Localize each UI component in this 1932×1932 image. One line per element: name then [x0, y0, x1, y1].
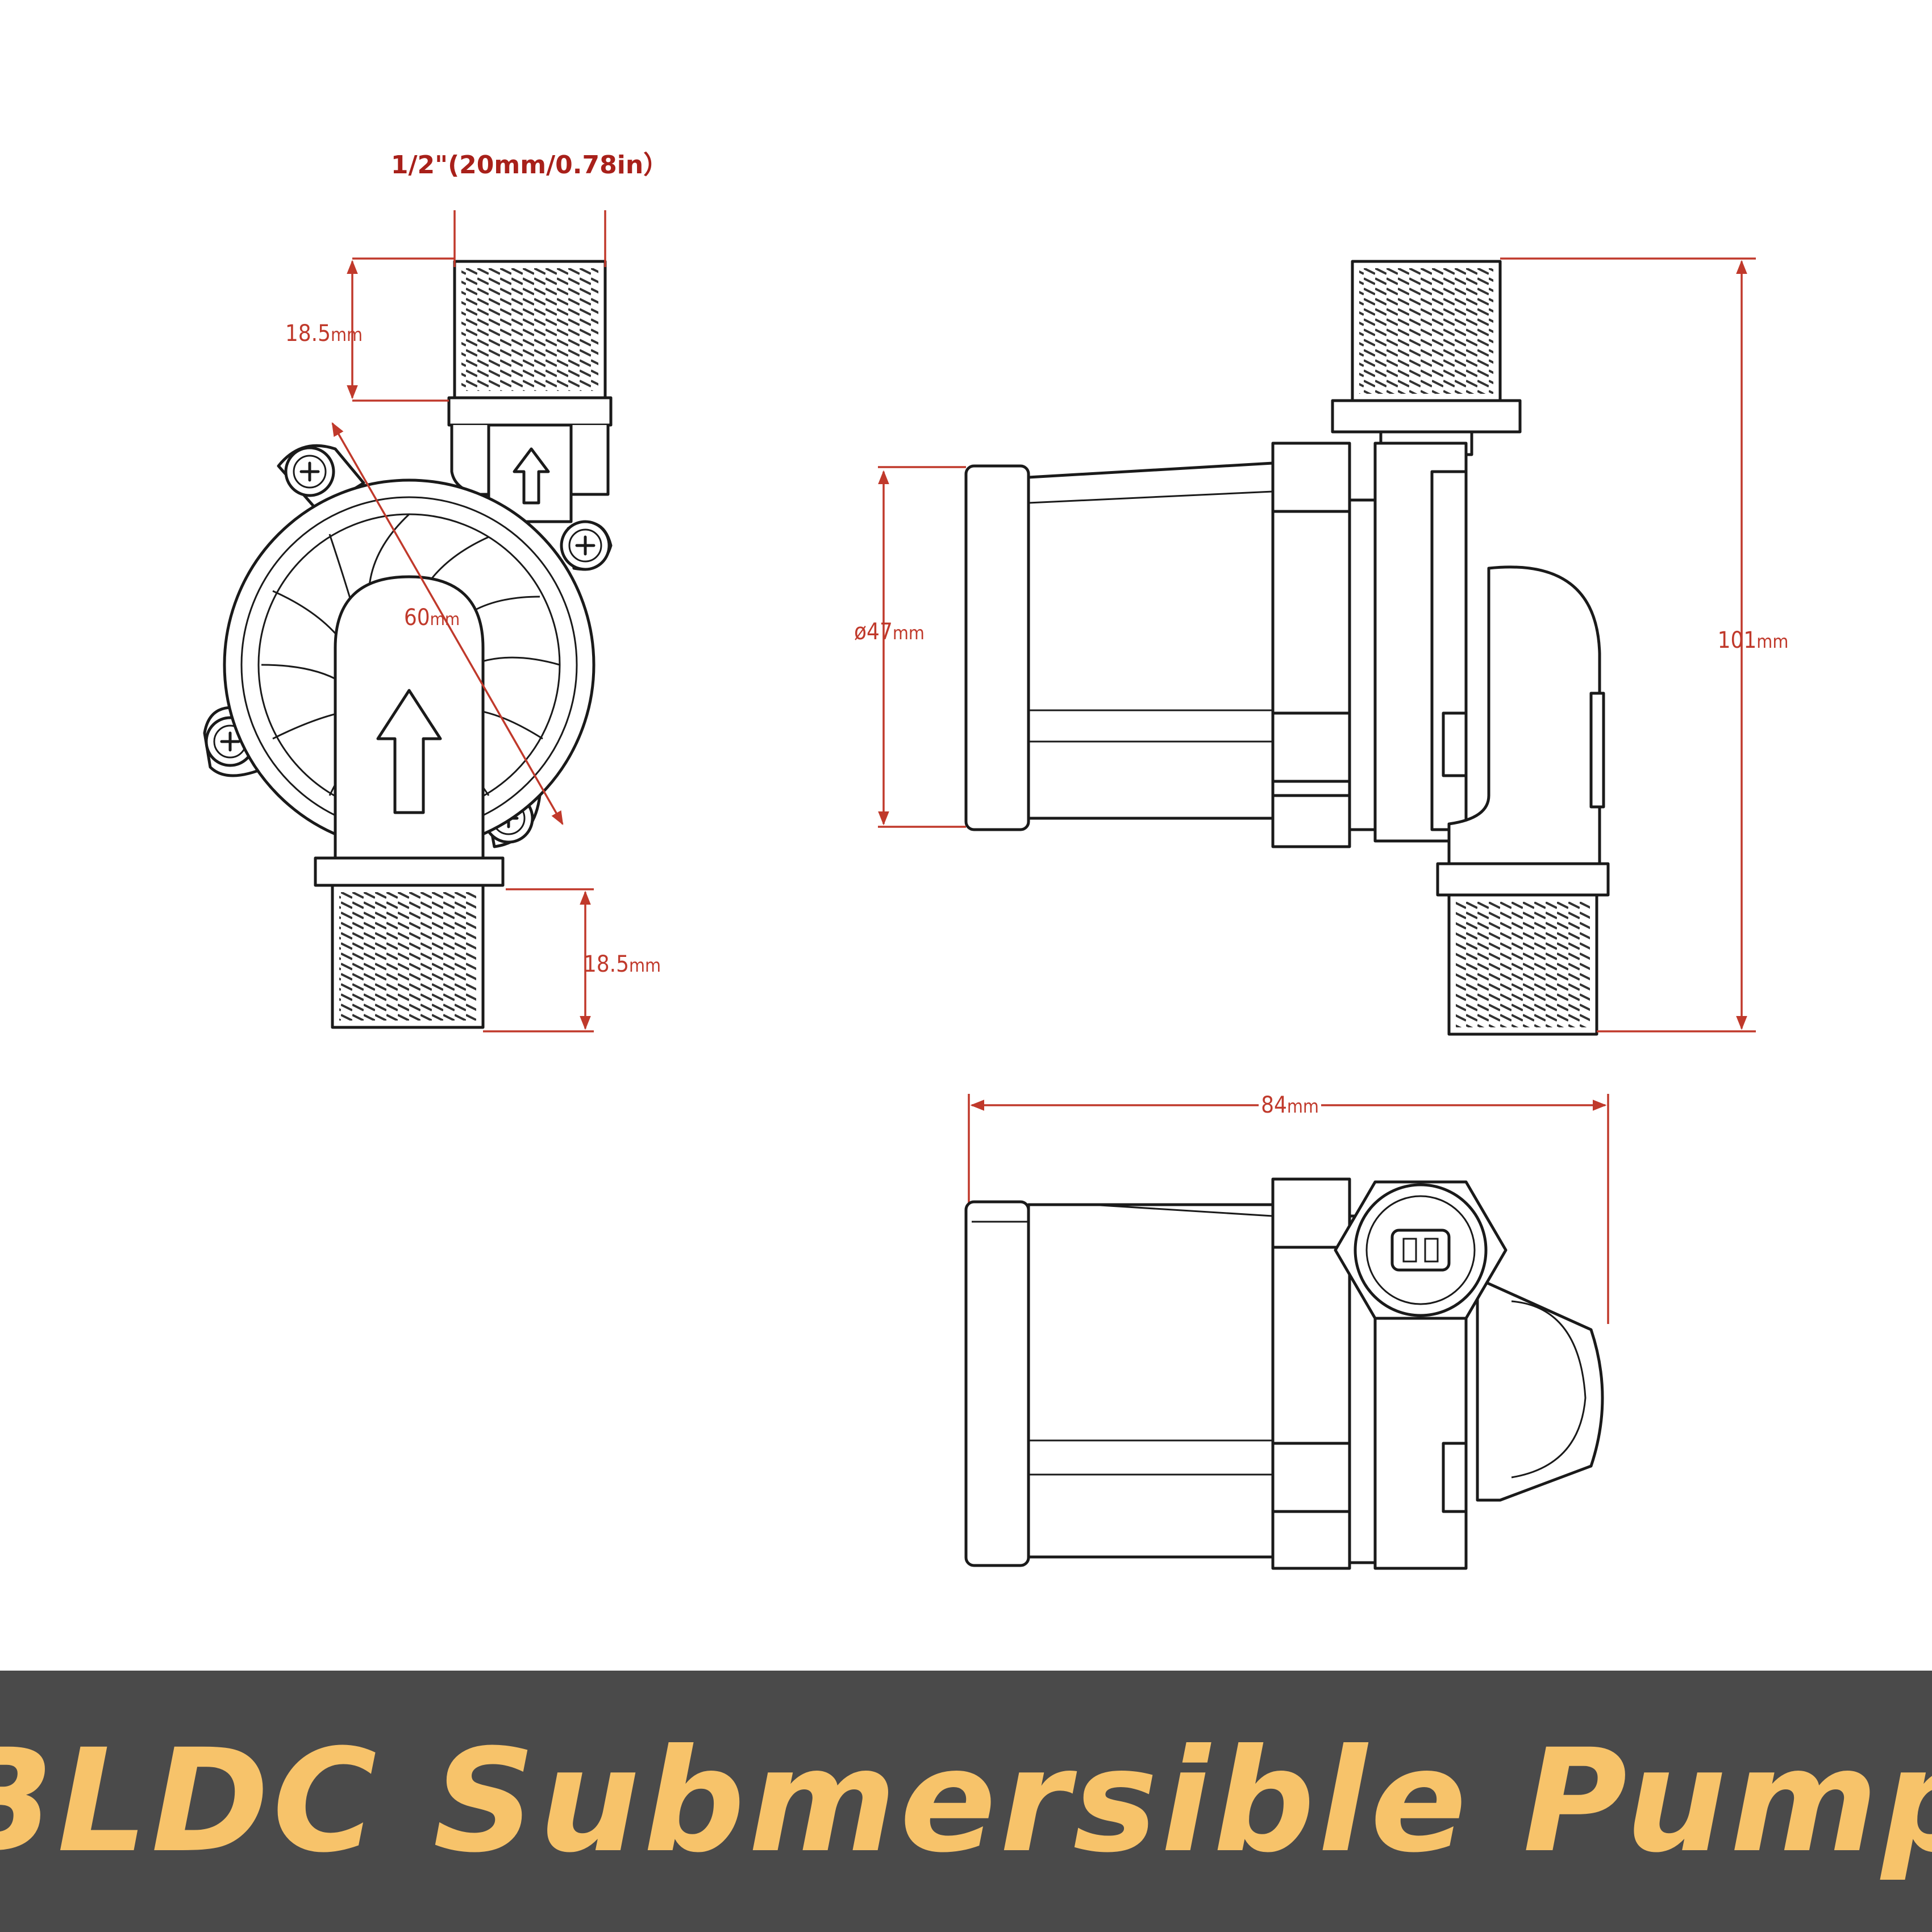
side-view: ø47mm 101mm — [854, 257, 1789, 1036]
housing-diameter-label: 60mm — [404, 605, 460, 631]
product-title: BLDC Submersible Pump — [0, 1718, 1932, 1884]
thread-size-label: 1/2"(20mm/0.78in） — [391, 151, 668, 180]
title-banner: BLDC Submersible Pump — [0, 1671, 1932, 1932]
top-outlet-collar — [447, 396, 613, 427]
cable-connector-icon — [1390, 1229, 1451, 1272]
screw-icon — [220, 731, 240, 752]
volute-elbow — [1447, 565, 1601, 871]
top-view-end-cap — [964, 1200, 1030, 1567]
motor-body — [1027, 461, 1275, 820]
pump-dimension-drawing: 1/2"(20mm/0.78in） 18.5mm 60mm 18.5mm — [203, 151, 1789, 1570]
bottom-inlet-collar — [314, 856, 505, 887]
screw-icon — [575, 535, 596, 556]
overall-length-label: 84mm — [1261, 1092, 1319, 1118]
top-view-elbow — [1476, 1277, 1604, 1502]
motor-end-cap — [964, 464, 1030, 831]
motor-diameter-label: ø47mm — [854, 619, 925, 645]
screw-icon — [299, 461, 320, 482]
overall-height-label: 101mm — [1718, 627, 1789, 653]
front-view: 1/2"(20mm/0.78in） 18.5mm 60mm 18.5mm — [203, 151, 668, 1032]
top-view: 84mm — [964, 1088, 1609, 1570]
housing-diameter-dim — [331, 422, 564, 826]
bottom-thread-length-label: 18.5mm — [584, 951, 661, 977]
top-thread-length-label: 18.5mm — [285, 320, 363, 347]
top-view-motor-body — [1027, 1203, 1275, 1559]
